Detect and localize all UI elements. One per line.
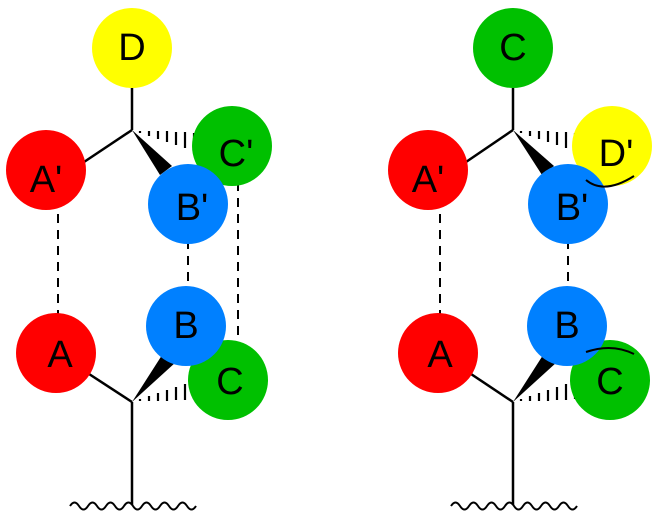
- left-atom-a-prime-label: A': [30, 159, 63, 201]
- left-dashed-interactions: [57, 182, 239, 345]
- left-atom-a-label: A: [47, 334, 73, 376]
- left-diagram: D C' A' B' C B A: [6, 8, 272, 511]
- left-hashed-wedge-c: [138, 381, 196, 401]
- left-bond-a: [85, 370, 133, 404]
- left-atom-a-prime: A': [6, 130, 86, 210]
- right-atom-d-prime-label: D': [599, 133, 634, 175]
- right-atom-a: A: [398, 313, 478, 393]
- right-atom-d-prime: D': [572, 106, 652, 186]
- left-atom-d: D: [92, 8, 172, 88]
- right-atom-c: C: [570, 340, 650, 420]
- right-steric-clash-upper: [585, 175, 635, 188]
- right-atom-b-prime: B': [528, 164, 608, 244]
- left-bond-aprime: [83, 128, 133, 164]
- left-lower-bonds: [85, 352, 196, 505]
- left-bold-wedge-bprime: [132, 130, 172, 175]
- right-atom-b-label: B: [554, 305, 579, 347]
- left-atom-b-prime-label: B': [176, 187, 209, 229]
- right-wavy-attachment: [450, 501, 578, 511]
- right-steric-clash-lower: [585, 347, 635, 355]
- right-atom-a-prime-label: A': [412, 159, 445, 201]
- left-atom-a: A: [16, 313, 96, 393]
- right-atom-a-label: A: [427, 334, 453, 376]
- right-atom-c-top-label: C: [499, 27, 526, 69]
- right-bond-aprime: [465, 128, 514, 164]
- right-upper-bonds: [465, 88, 577, 175]
- right-atom-b: B: [527, 286, 607, 366]
- left-atom-c-prime: C': [192, 106, 272, 186]
- right-atom-c-top: C: [473, 8, 553, 88]
- left-atom-c: C: [188, 340, 268, 420]
- right-bold-wedge-bprime: [513, 130, 554, 175]
- right-diagram: C D' A' B' C B A: [388, 8, 652, 511]
- left-atom-c-label: C: [216, 361, 243, 403]
- left-atom-b-label: B: [173, 305, 198, 347]
- left-atom-d-label: D: [118, 27, 145, 69]
- right-atom-a-prime: A': [388, 130, 468, 210]
- left-bold-wedge-b: [132, 352, 176, 402]
- left-atom-c-prime-label: C': [219, 133, 254, 175]
- left-atom-b: B: [146, 286, 226, 366]
- right-bold-wedge-b: [513, 352, 557, 402]
- left-wavy-attachment: [69, 501, 197, 511]
- right-atom-b-prime-label: B': [556, 187, 589, 229]
- right-dashed-interactions: [439, 198, 569, 318]
- left-atom-b-prime: B': [148, 164, 228, 244]
- right-lower-bonds: [467, 352, 577, 505]
- right-bond-a: [467, 370, 514, 404]
- right-atom-c-label: C: [596, 361, 623, 403]
- left-upper-bonds: [83, 88, 196, 175]
